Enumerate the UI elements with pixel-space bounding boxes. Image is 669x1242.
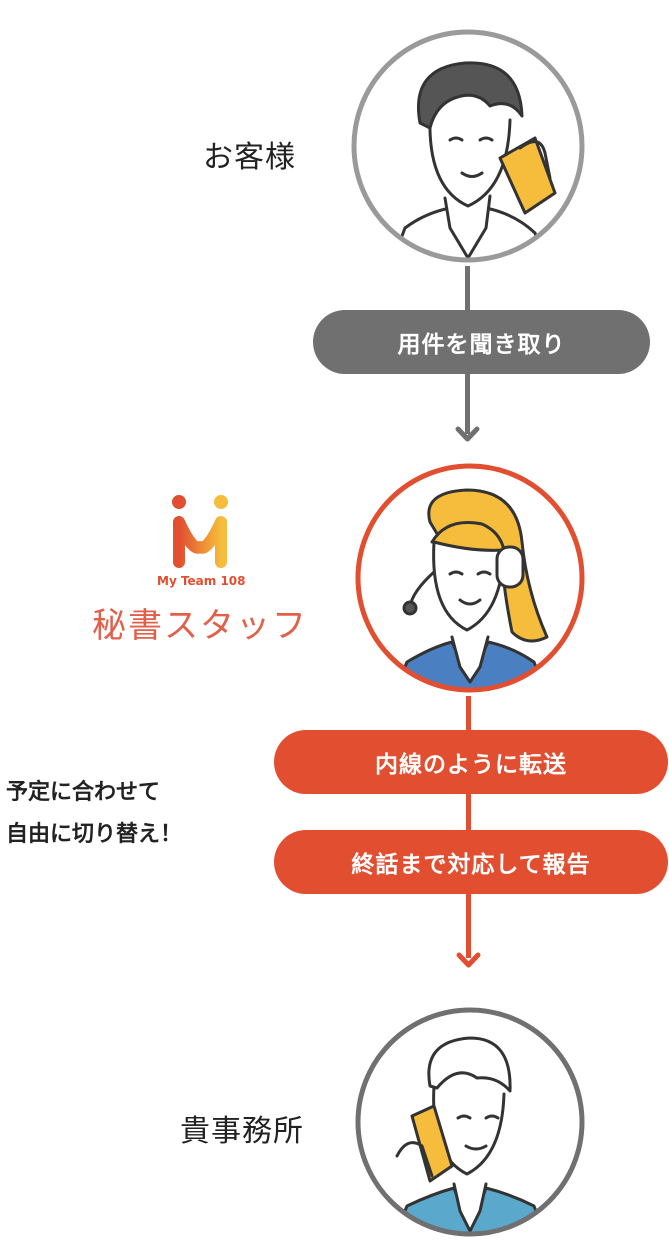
customer-label: お客様 [203,140,296,175]
connector-line-gray-top [465,266,470,312]
step-transfer-pill: 内線のように転送 [274,730,668,794]
my-team-logo-icon [172,495,228,568]
switch-note-line-1: 予定に合わせて [6,780,161,805]
step-report-pill: 終話まで対応して報告 [274,830,668,894]
brand-name: My Team 108 [157,574,246,588]
arrow-down-icon [455,426,480,442]
switch-note: 予定に合わせて 自由に切り替え！ [6,772,182,856]
connector-line-red [466,696,471,958]
office-avatar-icon [355,1007,585,1237]
secretary-avatar-icon [355,463,585,693]
customer-avatar-icon [351,29,585,263]
office-label: 貴事務所 [180,1114,304,1149]
switch-note-line-2: 自由に切り替え！ [6,822,183,847]
arrow-down-icon [456,952,481,968]
step-listen-pill: 用件を聞き取り [313,310,650,374]
secretary-label: 秘書スタッフ [92,606,308,646]
connector-line-gray-bottom [465,374,470,434]
